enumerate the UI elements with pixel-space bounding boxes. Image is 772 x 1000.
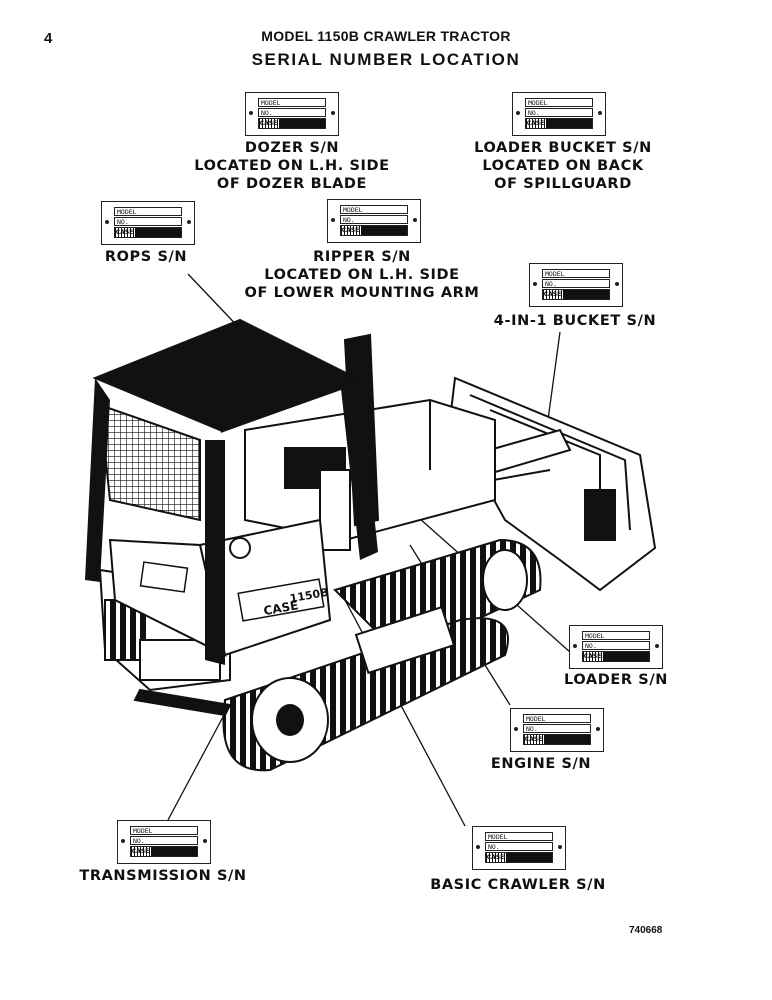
transmission-callout: TRANSMISSION S/N [79,868,247,884]
plate-number-field: NO. [130,836,198,845]
plate-model-field: MODEL [523,714,591,723]
case-logo: CASE [583,652,602,661]
dozer-plate: MODEL NO. CASE [245,92,339,136]
plate-number-field: NO. [523,724,591,733]
rops-canopy [85,318,378,665]
rivet-icon [514,727,518,731]
page-number: 4 [44,30,53,47]
plate-model-field: MODEL [582,631,650,640]
tractor-decal-brand: CASE [262,598,299,618]
ripper-plate: MODEL NO. CASE [327,199,421,243]
plate-number-field: NO. [258,108,326,117]
left-track [222,605,509,772]
plate-code-bar [130,846,198,857]
rivet-icon [516,111,520,115]
plate-model-field: MODEL [485,832,553,841]
plate-number-field: NO. [340,215,408,224]
transmission-plate: MODEL NO. CASE [117,820,211,864]
plate-model-field: MODEL [525,98,593,107]
plate-code-bar [258,118,326,129]
engine-callout: ENGINE S/N [490,756,592,772]
plate-code-bar [582,651,650,662]
case-logo: CASE [526,119,545,128]
side-panel [108,518,332,657]
loader-bucket-plate: MODEL NO. CASE [512,92,606,136]
rivet-icon [533,282,537,286]
rivet-icon [596,727,600,731]
rivet-icon [413,218,417,222]
rivet-icon [573,644,577,648]
ripper-callout: RIPPER S/N LOCATED ON L.H. SIDE OF LOWER… [244,249,480,301]
plate-model-field: MODEL [340,205,408,214]
figure-number: 740668 [629,925,663,936]
plate-code-bar [340,225,408,236]
plate-model-field: MODEL [258,98,326,107]
plate-number-field: NO. [485,842,553,851]
four-in-one-callout: 4-IN-1 BUCKET S/N [493,313,657,329]
rivet-icon [187,220,191,224]
case-logo: CASE [341,226,360,235]
plate-number-field: NO. [582,641,650,650]
plate-code-bar [523,734,591,745]
rivet-icon [331,111,335,115]
plate-number-field: NO. [542,279,610,288]
section-title: SERIAL NUMBER LOCATION [251,50,521,69]
rops-callout: ROPS S/N [104,249,188,265]
plate-model-field: MODEL [114,207,182,216]
case-logo: CASE [131,847,150,856]
plate-code-bar [525,118,593,129]
rops-plate: MODEL NO. CASE [101,201,195,245]
plate-code-bar [114,227,182,238]
loader-plate: MODEL NO. CASE [569,625,663,669]
rivet-icon [598,111,602,115]
four-in-one-plate: MODEL NO. CASE [529,263,623,307]
case-logo: CASE [486,853,505,862]
rivet-icon [121,839,125,843]
plate-model-field: MODEL [542,269,610,278]
basic-crawler-plate: MODEL NO. CASE [472,826,566,870]
rivet-icon [203,839,207,843]
case-logo: CASE [524,735,543,744]
plate-code-bar [485,852,553,863]
rivet-icon [249,111,253,115]
plate-model-field: MODEL [130,826,198,835]
plate-number-field: NO. [525,108,593,117]
rivet-icon [105,220,109,224]
plate-code-bar [542,289,610,300]
basic-crawler-callout: BASIC CRAWLER S/N [430,877,606,893]
page-title: MODEL 1150B CRAWLER TRACTOR [261,28,511,44]
rivet-icon [655,644,659,648]
case-logo: CASE [115,228,134,237]
rivet-icon [615,282,619,286]
case-logo: CASE [259,119,278,128]
rivet-icon [331,218,335,222]
engine-plate: MODEL NO. CASE [510,708,604,752]
rivet-icon [558,845,562,849]
loader-bucket-callout: LOADER BUCKET S/N LOCATED ON BACK OF SPI… [474,140,652,192]
rivet-icon [476,845,480,849]
dozer-callout: DOZER S/N LOCATED ON L.H. SIDE OF DOZER … [194,140,390,192]
case-logo: CASE [543,290,562,299]
plate-number-field: NO. [114,217,182,226]
loader-callout: LOADER S/N [564,672,668,688]
